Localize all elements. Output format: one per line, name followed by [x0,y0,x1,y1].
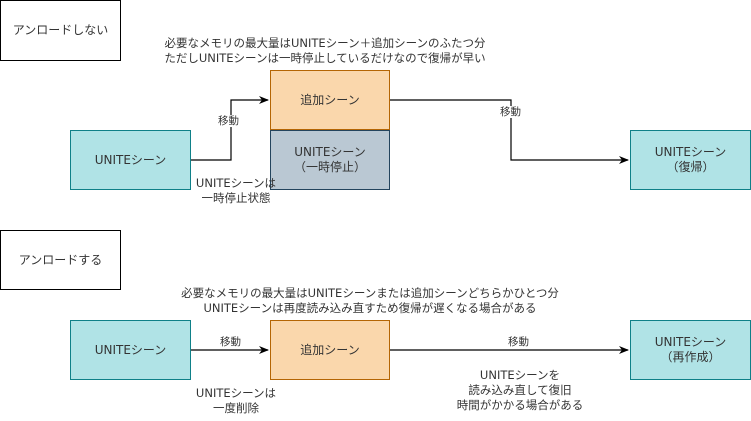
node-label: UNITEシーン [94,152,167,167]
edge-label-move: 移動 [218,115,239,127]
note-unite-reload: UNITEシーンを 読み込み直して復旧 時間がかかる場合がある [440,368,600,413]
section-title-text: アンロードしない [12,23,109,37]
note-line: UNITEシーンは [195,176,277,190]
note-unite-paused: UNITEシーンは 一時停止状態 [186,176,286,206]
node-additive-scene[interactable]: 追加シーン [270,320,390,380]
section-description-no-unload: 必要なメモリの最大量はUNITEシーン＋追加シーンのふたつ分 ただしUNITEシ… [140,36,510,66]
section-title-text: アンロードする [18,252,103,267]
node-unite-scene[interactable]: UNITEシーン [70,130,191,190]
node-sublabel: （一時停止） [293,160,366,174]
note-line: UNITEシーンは [195,386,277,400]
node-unite-scene-paused[interactable]: UNITEシーン （一時停止） [270,130,390,190]
node-unite-scene-recreated[interactable]: UNITEシーン （再作成） [630,320,751,380]
node-sublabel: （復帰） [666,160,715,174]
node-label: UNITEシーン [94,342,167,357]
node-unite-scene-restored[interactable]: UNITEシーン （復帰） [630,130,751,190]
edge-label-move: 移動 [220,336,241,348]
description-line: ただしUNITEシーンは一時停止しているだけなので復帰が早い [164,51,486,65]
note-line: 一度削除 [213,401,259,415]
description-line: 必要なメモリの最大量はUNITEシーンまたは追加シーンどちらかひとつ分 [181,286,559,300]
node-label: 追加シーン [300,342,360,357]
node-label: UNITEシーン [654,145,727,159]
section-description-unload: 必要なメモリの最大量はUNITEシーンまたは追加シーンどちらかひとつ分 UNIT… [160,286,580,316]
edge-label-move: 移動 [508,336,529,348]
edge-label-move: 移動 [500,106,521,118]
edge-unite-to-additive-1 [191,96,269,161]
description-line: 必要なメモリの最大量はUNITEシーン＋追加シーンのふたつ分 [164,36,486,50]
note-line: 時間がかかる場合がある [456,398,584,412]
section-title-no-unload: アンロードしない [0,0,121,61]
note-line: 一時停止状態 [201,191,271,205]
note-line: 読み込み直して復旧 [468,383,572,397]
node-label: UNITEシーン [294,145,366,159]
description-line: UNITEシーンは再度読み込み直すため復帰が遅くなる場合がある [203,301,537,315]
node-unite-scene[interactable]: UNITEシーン [70,320,191,380]
section-title-unload: アンロードする [0,230,121,290]
note-line: UNITEシーンを [479,368,561,382]
node-additive-scene[interactable]: 追加シーン [270,70,390,130]
note-unite-deleted: UNITEシーンは 一度削除 [186,386,286,416]
node-sublabel: （再作成） [660,350,721,364]
node-label: 追加シーン [300,92,360,107]
node-label: UNITEシーン [654,335,727,349]
edge-additive-to-unite-restore [390,99,629,164]
